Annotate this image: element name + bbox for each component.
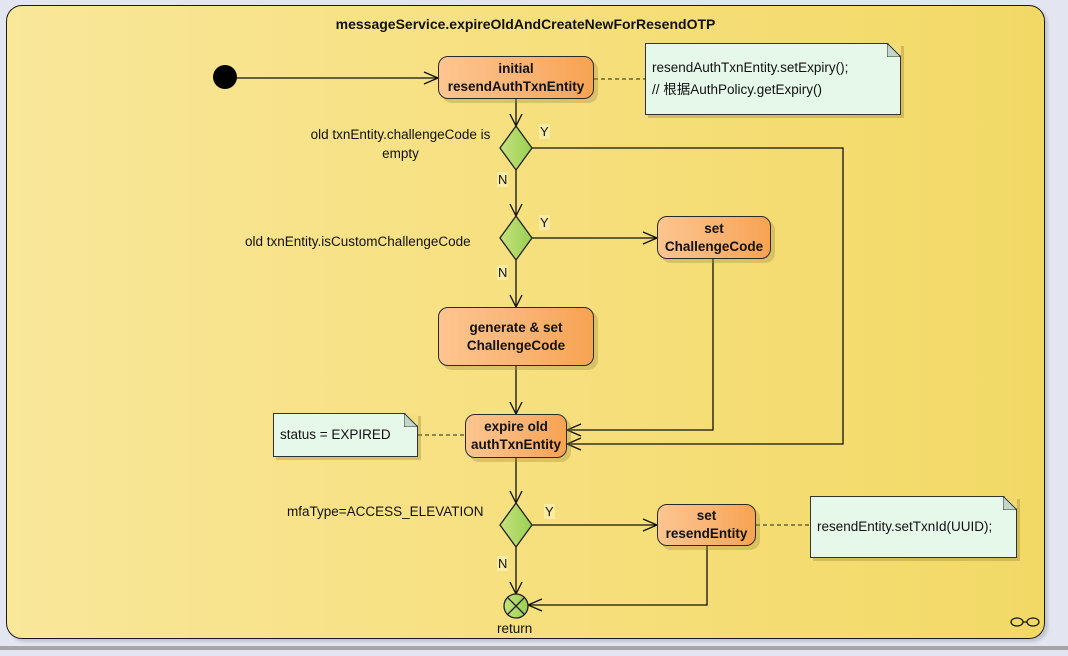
- link-glyph-icon[interactable]: [1010, 617, 1040, 627]
- note-fold-icon: [887, 43, 901, 57]
- note-fold-icon: [1003, 496, 1017, 510]
- action-set-challenge-code[interactable]: set ChallengeCode: [657, 216, 771, 259]
- action-generate-set-challenge-code[interactable]: generate & set ChallengeCode: [438, 307, 594, 366]
- note-line: status = EXPIRED: [280, 427, 391, 442]
- arrowhead: [565, 437, 582, 451]
- note-fold-icon: [404, 413, 418, 427]
- decision-mfa-type[interactable]: [499, 501, 533, 549]
- note-txnid[interactable]: resendEntity.setTxnId(UUID);: [810, 496, 1017, 558]
- action-expire-old-auth-txn-entity[interactable]: expire old authTxnEntity: [465, 414, 567, 458]
- action-line: resendAuthTxnEntity: [447, 78, 585, 94]
- edge-decision1-yes: [532, 147, 844, 445]
- note-line: // 根据AuthPolicy.getExpiry(): [652, 82, 823, 97]
- action-line: ChallengeCode: [466, 337, 566, 353]
- yes-label: Y: [539, 124, 550, 139]
- decision-label-mfa-type: mfaType=ACCESS_ELEVATION: [287, 504, 484, 519]
- yes-label: Y: [544, 504, 555, 519]
- no-label: N: [497, 265, 509, 280]
- decision-label-challenge-empty: old txnEntity.challengeCode is empty: [298, 125, 503, 163]
- no-label: N: [497, 556, 509, 571]
- decision-challenge-empty[interactable]: [499, 124, 533, 172]
- action-line: generate & set: [469, 319, 563, 335]
- initial-node[interactable]: [213, 65, 237, 89]
- decision-label-line: empty: [382, 146, 419, 161]
- note-line: resendAuthTxnEntity.setExpiry();: [652, 60, 849, 75]
- arrowhead: [565, 423, 582, 437]
- action-set-resend-entity[interactable]: set resendEntity: [657, 504, 756, 546]
- action-line: ChallengeCode: [664, 238, 764, 254]
- action-line: expire old: [484, 419, 548, 434]
- action-line: initial: [498, 60, 534, 76]
- no-label: N: [497, 172, 509, 187]
- action-line: authTxnEntity: [471, 437, 561, 452]
- decision-label-is-custom: old txnEntity.isCustomChallengeCode: [245, 234, 471, 249]
- yes-label: Y: [539, 215, 550, 230]
- note-status[interactable]: status = EXPIRED: [273, 413, 418, 457]
- decision-label-line: old txnEntity.challengeCode is: [310, 127, 491, 142]
- diagram-title: messageService.expireOldAndCreateNewForR…: [335, 16, 716, 32]
- note-line: resendEntity.setTxnId(UUID);: [817, 519, 993, 534]
- edge-setresend-to-final: [528, 546, 708, 606]
- action-line: set: [704, 220, 724, 236]
- note-expiry[interactable]: resendAuthTxnEntity.setExpiry(); // 根据Au…: [645, 43, 901, 115]
- edge-setchallenge-to-expire: [567, 259, 714, 431]
- action-initial-resend-auth-txn-entity[interactable]: initial resendAuthTxnEntity: [438, 56, 594, 99]
- action-line: set: [696, 508, 717, 523]
- final-node[interactable]: [503, 593, 529, 619]
- bottom-scrollbar[interactable]: [0, 646, 1068, 650]
- final-node-label: return: [497, 621, 533, 636]
- action-line: resendEntity: [665, 526, 748, 541]
- decision-is-custom[interactable]: [499, 214, 533, 262]
